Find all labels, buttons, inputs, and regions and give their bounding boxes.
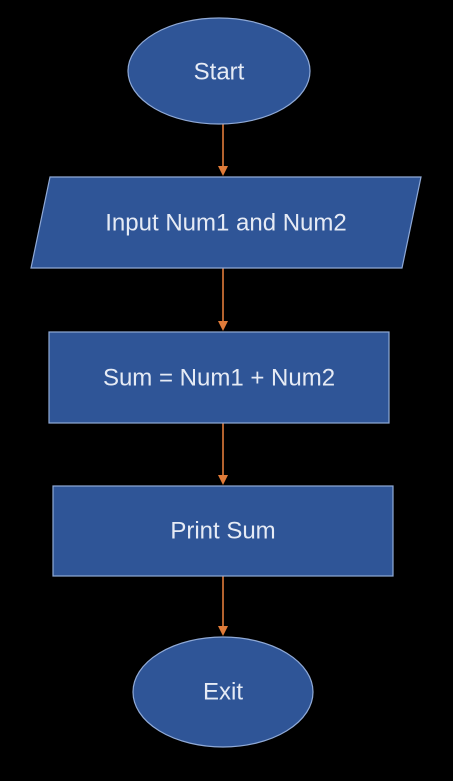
print-node: Print Sum	[52, 485, 394, 577]
exit-node: Exit	[132, 636, 314, 748]
input-node: Input Num1 and Num2	[30, 176, 422, 269]
input-parallelogram	[30, 176, 422, 269]
input-label: Input Num1 and Num2	[105, 210, 346, 237]
start-node: Start	[127, 17, 311, 125]
connector-input-to-compute	[218, 268, 228, 331]
connector-start-to-input	[218, 124, 228, 176]
arrowhead-icon	[218, 166, 228, 176]
start-label: Start	[194, 59, 245, 86]
connector-print-to-exit	[218, 576, 228, 636]
arrowhead-icon	[218, 475, 228, 485]
exit-ellipse	[132, 636, 314, 748]
print-rectangle	[52, 485, 394, 577]
arrowhead-icon	[218, 321, 228, 331]
connector-compute-to-print	[218, 423, 228, 485]
arrowhead-icon	[218, 626, 228, 636]
compute-rectangle	[48, 331, 390, 424]
compute-node: Sum = Num1 + Num2	[48, 331, 390, 424]
exit-label: Exit	[203, 679, 243, 706]
print-label: Print Sum	[170, 518, 275, 545]
start-ellipse	[127, 17, 311, 125]
compute-label: Sum = Num1 + Num2	[103, 365, 335, 392]
